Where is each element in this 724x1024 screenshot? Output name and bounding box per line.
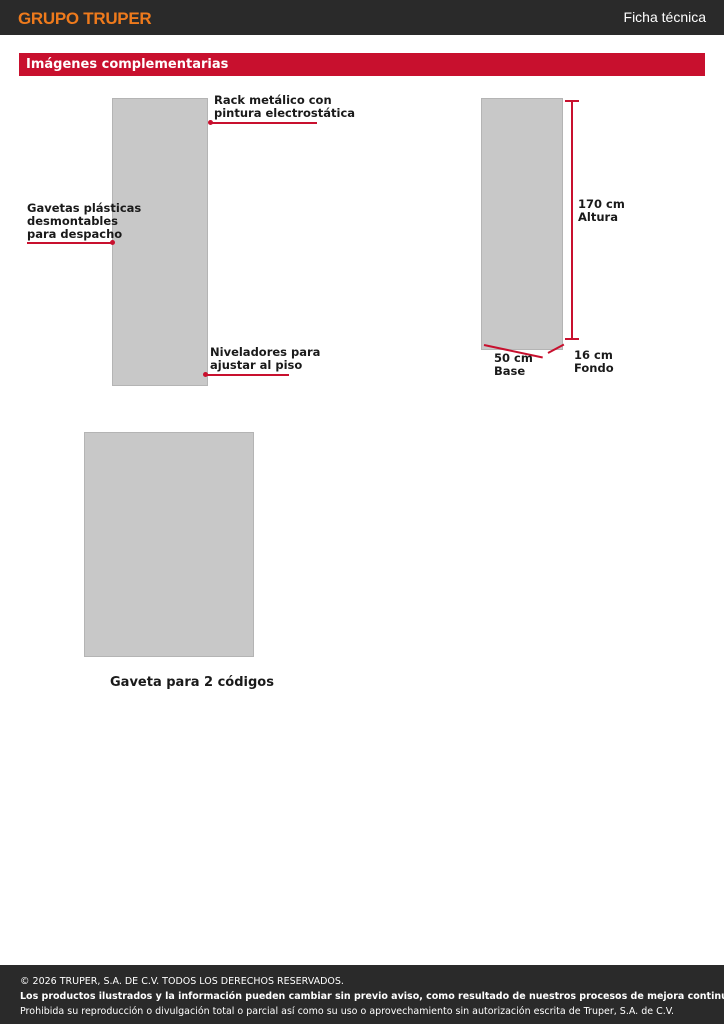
base-dimension-label: 50 cm Base [494,351,533,378]
footer: © 2026 TRUPER, S.A. DE C.V. TODOS LOS DE… [0,965,724,1024]
callout-rack: Rack metálico con pintura electrostática [214,93,356,120]
section-title: Imágenes complementarias [26,57,229,72]
drawer-image [84,432,254,657]
document-type: Ficha técnica [623,9,706,25]
rack-dimensions-image [481,98,563,350]
callout-levelers-line [207,374,289,376]
callout-rack-line [212,122,317,124]
callout-drawers: Gavetas plásticas desmontables para desp… [27,201,142,241]
footer-copyright: © 2026 TRUPER, S.A. DE C.V. TODOS LOS DE… [20,976,344,987]
header-bar: GRUPO TRUPER Ficha técnica [0,0,724,35]
callout-drawers-dot [110,240,115,245]
height-dimension-top-tick [565,100,579,102]
brand-logo: GRUPO TRUPER [18,9,152,28]
drawer-caption: Gaveta para 2 códigos [110,675,274,690]
depth-dimension-label: 16 cm Fondo [574,348,614,375]
height-dimension-line [571,101,573,339]
height-dimension-label: 170 cm Altura [578,197,625,224]
height-dimension-bottom-tick [565,338,579,340]
section-header: Imágenes complementarias [19,53,705,76]
footer-notice: Los productos ilustrados y la informació… [20,991,724,1002]
callout-levelers-dot [203,372,208,377]
footer-legal: Prohibida su reproducción o divulgación … [20,1006,675,1017]
rack-features-image [112,98,208,386]
callout-rack-dot [208,120,213,125]
callout-drawers-line [27,242,113,244]
callout-levelers: Niveladores para ajustar al piso [210,345,321,372]
